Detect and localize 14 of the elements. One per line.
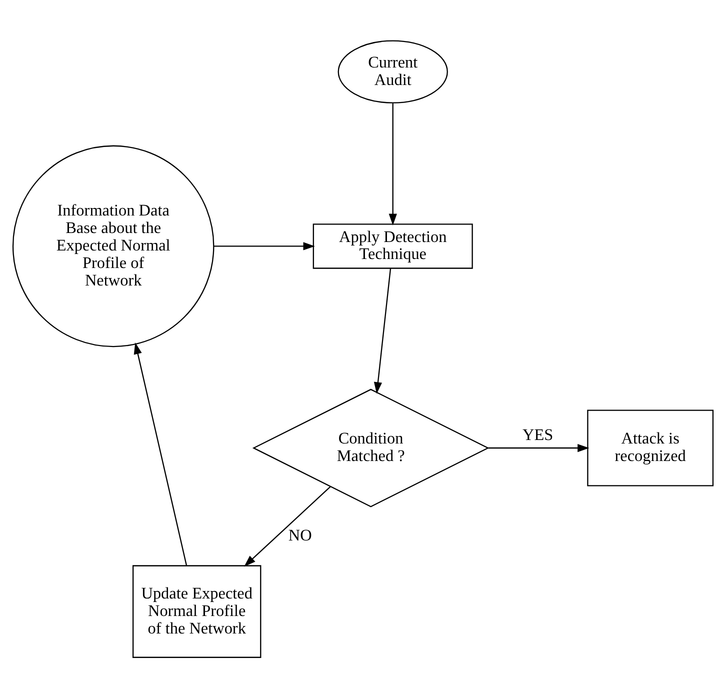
edge-label: NO: [288, 526, 312, 544]
arrow: [244, 486, 331, 566]
arrow: [388, 102, 397, 225]
node-diamond: Condition Matched ?: [252, 388, 490, 507]
node-circle: Information Data Base about the Expected Normal Profile of Network: [12, 144, 214, 347]
arrow: [134, 342, 188, 566]
arrow: [374, 268, 392, 394]
arrow: [488, 443, 590, 452]
node-ellipse: Current Audit: [338, 40, 448, 103]
edge-label: YES: [522, 426, 554, 444]
node-box: Apply Detection Technique: [312, 223, 473, 268]
arrow: [214, 242, 315, 250]
node-box: Update Expected Normal Profile of the Network: [132, 564, 262, 658]
node-box: Attack is recognized: [587, 409, 714, 486]
